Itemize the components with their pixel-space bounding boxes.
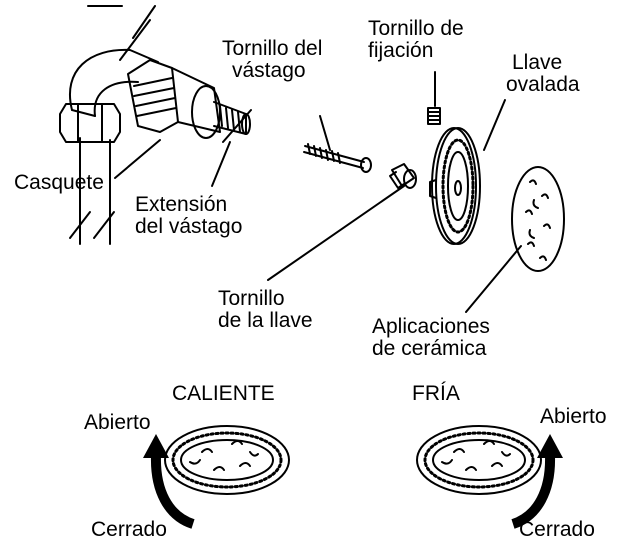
label-closed-left: Cerrado	[91, 518, 167, 541]
hot-handle	[164, 425, 290, 495]
leader-lines	[114, 71, 522, 313]
label-hot: CALIENTE	[172, 382, 275, 405]
label-handle-screw: Tornillo de la llave	[218, 287, 313, 332]
label-cold: FRÍA	[412, 382, 460, 405]
valve-body	[127, 59, 251, 139]
handle-screw	[389, 163, 417, 189]
cold-arrow	[511, 434, 563, 529]
oval-handle	[429, 127, 481, 245]
set-screw	[427, 107, 441, 125]
label-closed-right: Cerrado	[519, 518, 595, 541]
cold-handle	[416, 425, 542, 495]
label-stem-screw: Tornillo del vástago	[222, 37, 323, 82]
label-open-left: Abierto	[84, 411, 151, 434]
label-set-screw: Tornillo de fijación	[368, 17, 464, 62]
ceramic-insert	[511, 166, 565, 272]
label-ceramic-inserts: Aplicaciones de cerámica	[372, 315, 490, 360]
label-oval-handle: Llave ovalada	[506, 51, 580, 96]
label-cap: Casquete	[14, 171, 104, 194]
hot-arrow	[143, 434, 195, 529]
label-stem-extension: Extensión del vástago	[135, 193, 243, 238]
faucet-body	[59, 5, 159, 245]
label-open-right: Abierto	[540, 405, 607, 428]
stem-screw	[303, 143, 372, 173]
